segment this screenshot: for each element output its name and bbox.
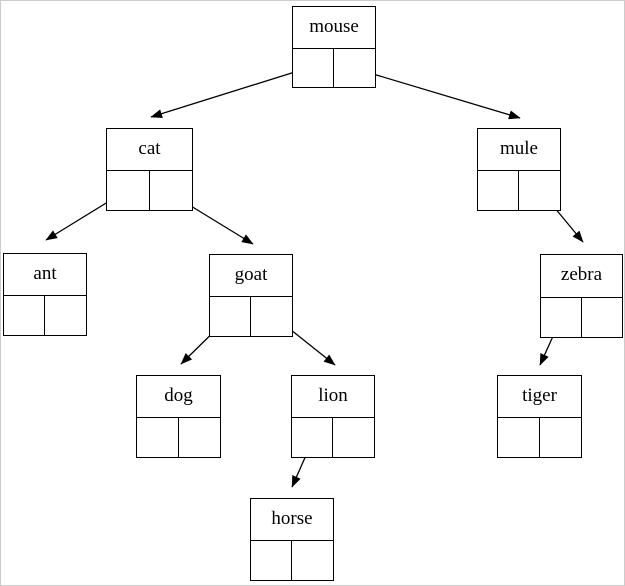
edge-mouse-to-mule xyxy=(352,67,521,120)
node-pointer-row xyxy=(4,296,86,335)
tree-node-cat[interactable]: cat xyxy=(106,128,193,211)
left-pointer-cell[interactable] xyxy=(4,296,45,335)
left-pointer-cell[interactable] xyxy=(292,418,333,457)
node-pointer-row xyxy=(541,297,623,337)
node-label: dog xyxy=(137,376,220,419)
tree-node-dog[interactable]: dog xyxy=(136,375,221,458)
tree-node-tiger[interactable]: tiger xyxy=(497,375,582,458)
node-pointer-row xyxy=(137,418,220,457)
node-label: tiger xyxy=(498,376,581,419)
tree-node-lion[interactable]: lion xyxy=(291,375,375,458)
tree-node-mouse[interactable]: mouse xyxy=(292,6,376,88)
right-pointer-cell[interactable] xyxy=(251,297,292,336)
left-pointer-cell[interactable] xyxy=(210,297,251,336)
right-pointer-cell[interactable] xyxy=(334,49,375,87)
node-label: zebra xyxy=(541,255,622,298)
node-label: mouse xyxy=(293,7,375,49)
left-pointer-cell[interactable] xyxy=(137,418,179,457)
left-pointer-cell[interactable] xyxy=(541,297,582,337)
right-pointer-cell[interactable] xyxy=(45,296,86,335)
node-pointer-row xyxy=(292,418,374,457)
right-pointer-cell[interactable] xyxy=(519,171,560,210)
right-pointer-cell[interactable] xyxy=(582,298,623,337)
node-pointer-row xyxy=(210,297,292,336)
left-pointer-cell[interactable] xyxy=(251,541,292,580)
right-pointer-cell[interactable] xyxy=(333,418,374,457)
node-label: ant xyxy=(4,254,86,297)
tree-node-goat[interactable]: goat xyxy=(209,254,293,337)
node-pointer-row xyxy=(498,418,581,457)
tree-node-mule[interactable]: mule xyxy=(477,128,561,211)
node-label: cat xyxy=(107,129,192,172)
tree-node-horse[interactable]: horse xyxy=(250,498,334,581)
left-pointer-cell[interactable] xyxy=(293,48,334,87)
node-label: mule xyxy=(478,129,560,172)
node-pointer-row xyxy=(293,48,375,87)
right-pointer-cell[interactable] xyxy=(179,418,221,457)
node-pointer-row xyxy=(107,171,192,210)
tree-node-zebra[interactable]: zebra xyxy=(540,254,623,338)
node-pointer-row xyxy=(251,541,333,580)
left-pointer-cell[interactable] xyxy=(498,418,540,457)
node-label: horse xyxy=(251,499,333,542)
node-label: goat xyxy=(210,255,292,298)
left-pointer-cell[interactable] xyxy=(478,171,519,210)
right-pointer-cell[interactable] xyxy=(150,171,193,210)
left-pointer-cell[interactable] xyxy=(107,171,150,210)
node-label: lion xyxy=(292,376,374,419)
node-pointer-row xyxy=(478,171,560,210)
right-pointer-cell[interactable] xyxy=(540,418,582,457)
tree-node-ant[interactable]: ant xyxy=(3,253,87,336)
right-pointer-cell[interactable] xyxy=(292,541,333,580)
edge-mouse-to-cat xyxy=(150,65,315,119)
